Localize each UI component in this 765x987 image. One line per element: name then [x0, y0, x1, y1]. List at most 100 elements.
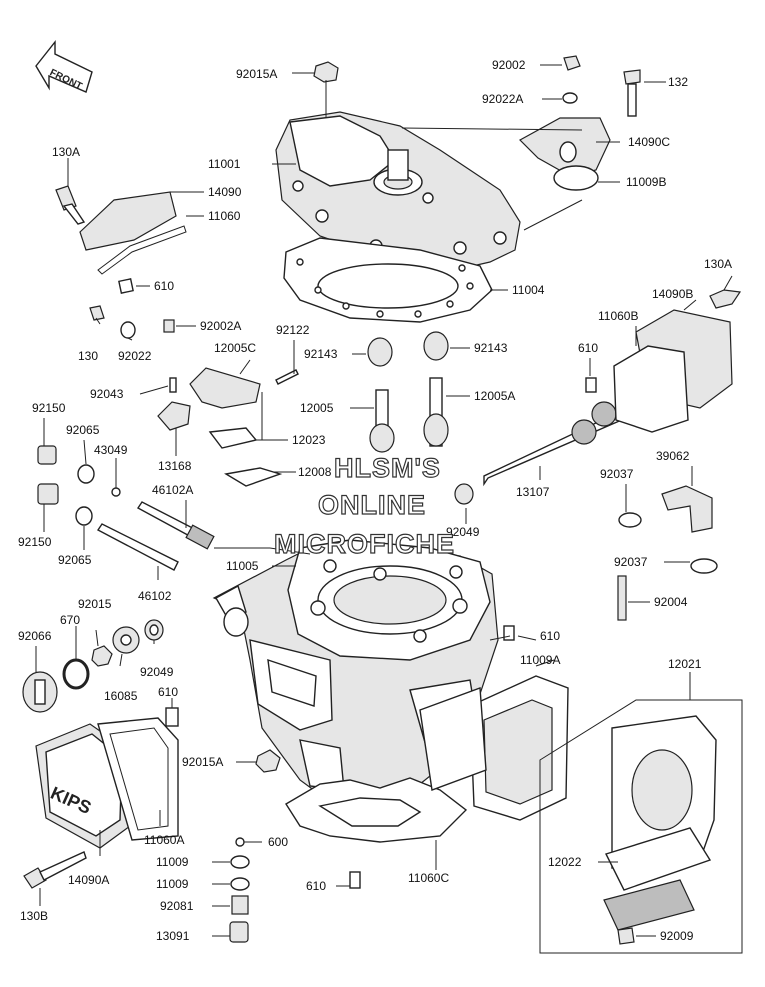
- plate-12008: [224, 467, 283, 487]
- label-12023: 12023: [292, 433, 326, 447]
- label-92143-left: 92143: [304, 347, 338, 361]
- bolt-92002A: [163, 319, 175, 333]
- label-92043: 92043: [90, 387, 124, 401]
- spring-92081: [231, 895, 249, 915]
- label-12005A: 12005A: [474, 389, 515, 403]
- label-92143-right: 92143: [474, 341, 508, 355]
- label-92015A-top: 92015A: [236, 67, 277, 81]
- label-11001: 11001: [208, 157, 241, 171]
- bolt-92002-top: [563, 55, 581, 71]
- bolt-130B: [23, 851, 87, 889]
- head-gasket-11004: [283, 237, 493, 323]
- lever-12005C: [189, 367, 261, 409]
- watermark-line2: ONLINE: [318, 490, 426, 520]
- washer-92065-b: [75, 506, 93, 526]
- bolt-130: [89, 305, 105, 321]
- label-92122: 92122: [276, 323, 310, 337]
- nut-92015A-top: [313, 61, 339, 83]
- reed-gasket-11009A: [419, 675, 569, 821]
- front-arrow-icon: FRONT: [35, 39, 93, 93]
- cylinder-head-11001: [275, 111, 521, 271]
- collar-92143-left: [367, 337, 393, 367]
- label-670: 670: [60, 613, 80, 627]
- bolt-130A-right: [709, 289, 742, 309]
- ring-43049: [111, 487, 121, 497]
- watermark-line3: MICROFICHE: [274, 529, 455, 559]
- label-132: 132: [668, 75, 688, 89]
- rod-92122: [275, 369, 299, 385]
- label-610-d: 610: [158, 685, 178, 699]
- cover-14090: [79, 191, 177, 251]
- gasket-11060: [97, 225, 187, 275]
- base-gasket-11060C: [285, 777, 468, 843]
- label-11060B: 11060B: [598, 309, 638, 323]
- pin-92043: [169, 377, 177, 393]
- shaft-46102: [96, 523, 179, 571]
- label-14090B: 14090B: [652, 287, 693, 301]
- label-92065-a: 92065: [66, 423, 100, 437]
- label-92002A: 92002A: [200, 319, 241, 333]
- label-92022: 92022: [118, 349, 152, 363]
- washer-92022: [120, 321, 136, 339]
- label-14090A: 14090A: [68, 873, 109, 887]
- pin-610-d: [165, 707, 179, 727]
- label-13091: 13091: [156, 929, 190, 943]
- housing-14090C: [519, 117, 611, 177]
- label-92049-b: 92049: [140, 665, 174, 679]
- label-130A-left: 130A: [52, 145, 80, 159]
- label-92049-a: 92049: [446, 525, 480, 539]
- label-610-e: 610: [306, 879, 326, 893]
- label-92081: 92081: [160, 899, 194, 913]
- reed-valve-box-12021: [539, 699, 743, 954]
- label-12005C: 12005C: [214, 341, 256, 355]
- label-13107: 13107: [516, 485, 550, 499]
- shaft-46102A: [136, 501, 215, 550]
- pin-610-a: [118, 278, 134, 294]
- ball-600: [235, 837, 245, 847]
- label-92015A-bottom: 92015A: [182, 755, 223, 769]
- pin-610-c: [503, 625, 515, 641]
- label-16085: 16085: [104, 689, 138, 703]
- clamp-92037-b: [690, 558, 718, 574]
- watermark: HLSM'S ONLINE MICROFICHE: [273, 452, 455, 559]
- plug-92150-a: [37, 445, 57, 465]
- label-12021: 12021: [668, 657, 702, 671]
- label-11009A: 11009A: [520, 653, 560, 667]
- gasket-11009B: [553, 165, 599, 191]
- label-14090: 14090: [208, 185, 242, 199]
- bolt-130A-left: [55, 185, 86, 225]
- cover-gasket-11060A: [97, 717, 179, 841]
- label-13168: 13168: [158, 459, 192, 473]
- label-43049: 43049: [94, 443, 128, 457]
- label-11060A: 11060A: [144, 833, 184, 847]
- pin-610-e: [349, 871, 361, 889]
- plug-13091: [229, 921, 249, 943]
- label-130: 130: [78, 349, 98, 363]
- nut-92015A-bottom: [255, 749, 281, 773]
- label-11009-b: 11009: [156, 877, 189, 891]
- seal-92049-shaft: [454, 483, 474, 505]
- label-92150-a: 92150: [32, 401, 66, 415]
- washer-11009-a: [230, 855, 250, 869]
- label-11004: 11004: [512, 283, 545, 297]
- label-600: 600: [268, 835, 288, 849]
- label-92015: 92015: [78, 597, 112, 611]
- clamp-92037-a: [618, 512, 642, 528]
- label-11009-a: 11009: [156, 855, 189, 869]
- label-92066: 92066: [18, 629, 52, 643]
- label-11060C: 11060C: [408, 871, 449, 885]
- label-11060: 11060: [208, 209, 241, 223]
- bolt-132: [623, 69, 641, 117]
- label-92009: 92009: [660, 929, 694, 943]
- label-11009B: 11009B: [626, 175, 666, 189]
- label-92150-b: 92150: [18, 535, 52, 549]
- label-92002-top: 92002: [492, 58, 526, 72]
- pin-610-b: [585, 377, 597, 393]
- o-ring-670: [62, 658, 90, 690]
- label-14090C: 14090C: [628, 135, 670, 149]
- label-92037-a: 92037: [600, 467, 634, 481]
- bracket-12023: [208, 427, 258, 449]
- stud-92004: [617, 575, 627, 621]
- washer-92065-a: [77, 464, 95, 484]
